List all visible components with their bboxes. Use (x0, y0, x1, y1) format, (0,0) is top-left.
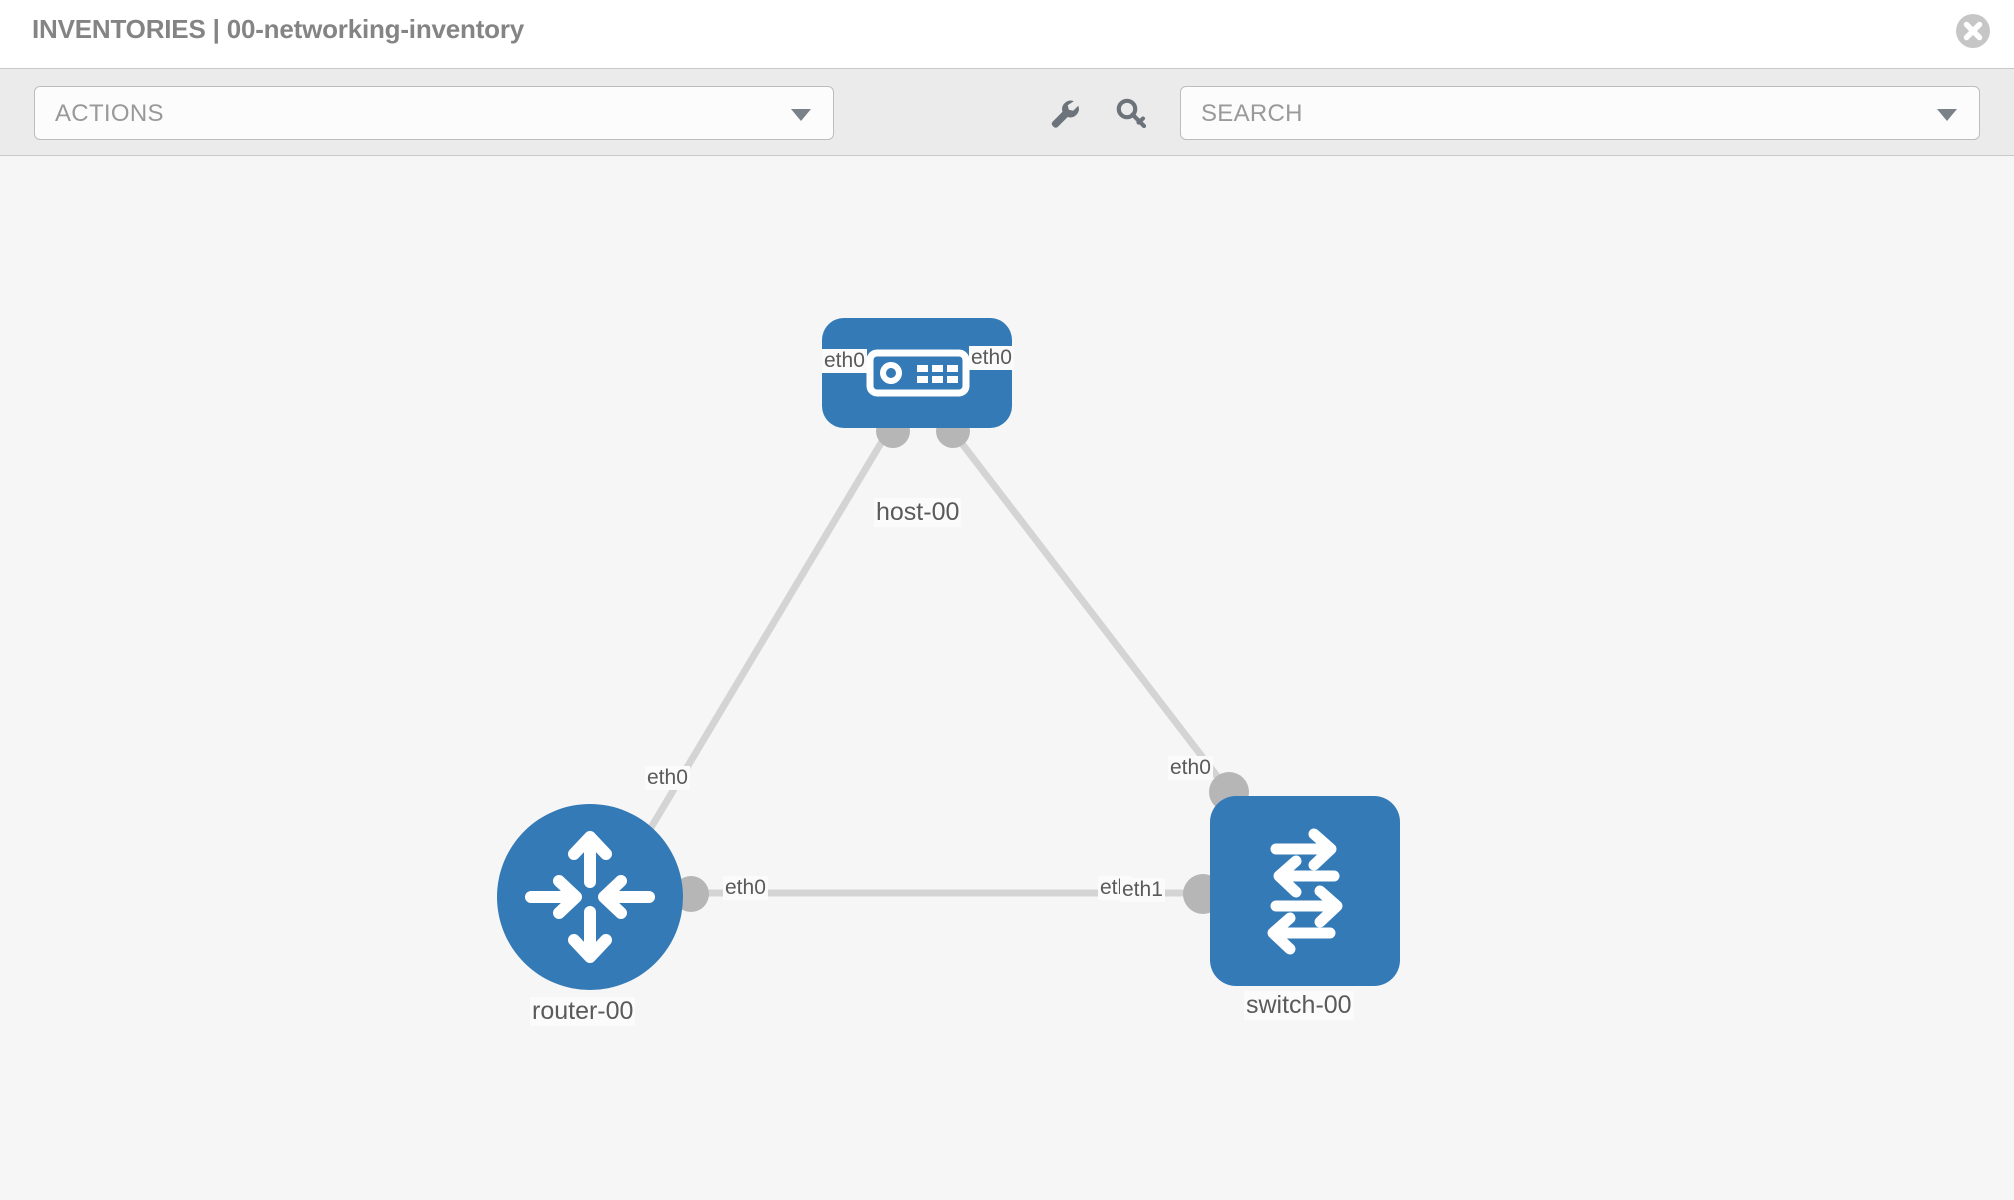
node-router-00[interactable]: router-00 (497, 804, 683, 1026)
key-icon[interactable] (1113, 95, 1151, 133)
search-placeholder: SEARCH (1201, 100, 1303, 127)
iface-label-switch-up: eth0 (1168, 756, 1213, 780)
iface-label-router-up: eth0 (645, 766, 690, 790)
node-switch-label: switch-00 (1244, 991, 1354, 1020)
node-switch-shape (1210, 796, 1400, 986)
toolbar: ACTIONS SEARCH (0, 68, 2014, 156)
node-host-00[interactable]: host-00 (822, 318, 1012, 527)
iface-label-switch-left: eth1 (1120, 878, 1165, 902)
iface-label-router-right: eth0 (723, 876, 768, 900)
iface-label-host-right: eth0 (969, 346, 1014, 370)
title-bar: INVENTORIES | 00-networking-inventory (0, 0, 2014, 68)
node-router-shape (497, 804, 683, 990)
iface-label-host-left: eth0 (822, 349, 867, 373)
search-input[interactable]: SEARCH (1180, 86, 1980, 140)
actions-dropdown[interactable]: ACTIONS (34, 86, 834, 140)
node-host-label: host-00 (874, 498, 962, 527)
chevron-down-icon[interactable] (1937, 109, 1957, 121)
node-router-label: router-00 (530, 997, 636, 1026)
actions-dropdown-label: ACTIONS (55, 100, 164, 127)
node-switch-00[interactable]: switch-00 (1210, 796, 1400, 1020)
node-host-shape (822, 318, 1012, 428)
close-icon[interactable] (1956, 14, 1990, 48)
chevron-down-icon (791, 109, 811, 121)
link-host-switch (947, 425, 1243, 809)
wrench-icon[interactable] (1046, 95, 1084, 133)
page-title: INVENTORIES | 00-networking-inventory (32, 14, 525, 44)
topology-links (636, 425, 1243, 897)
topology-canvas[interactable]: host-00 (0, 156, 2014, 1200)
